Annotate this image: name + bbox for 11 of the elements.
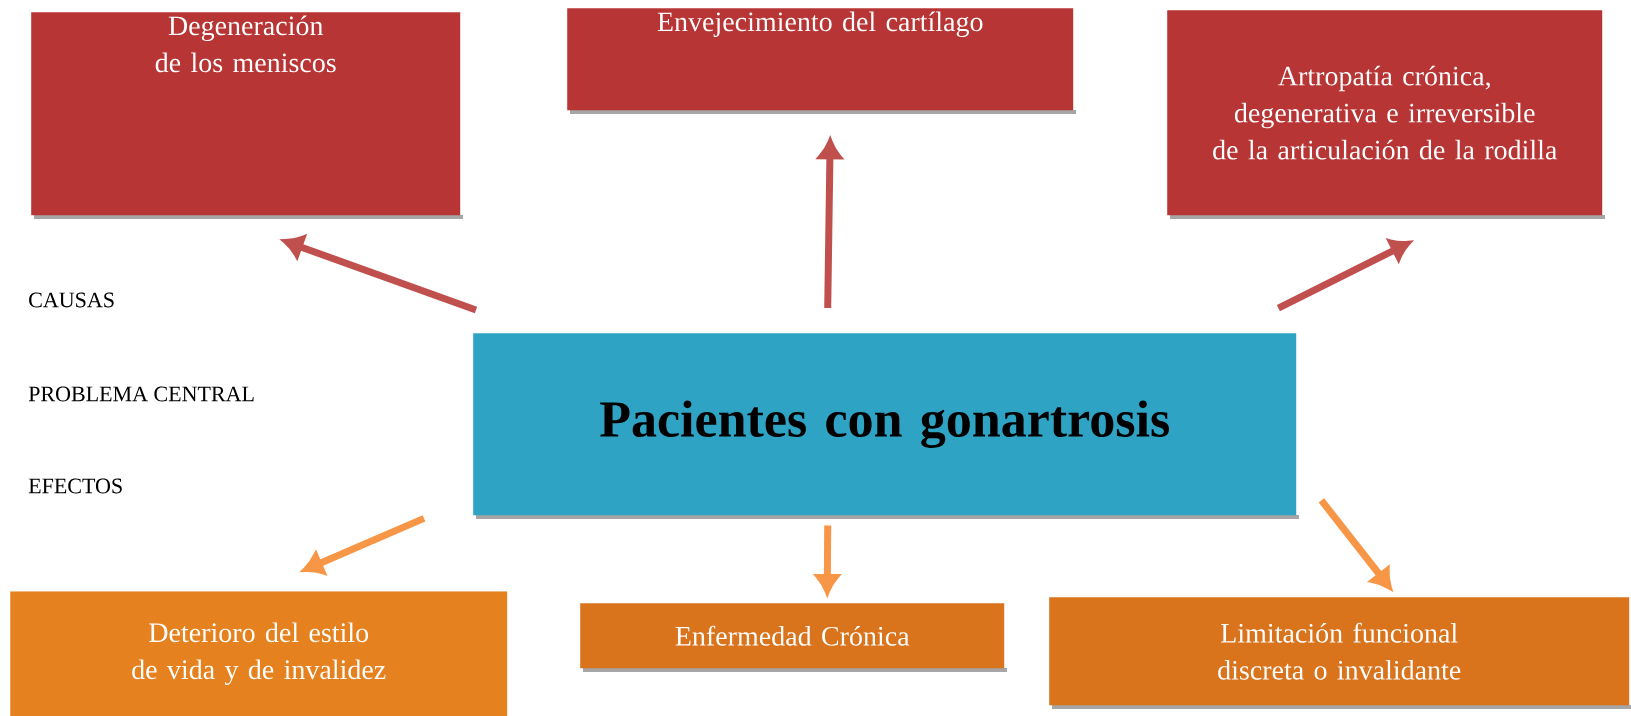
cause-box: Artropatía crónica, degenerativa e irreversible de la articulación de la rodilla: [1167, 10, 1603, 216]
cause-box: Degeneración de los meniscos: [31, 12, 461, 216]
problem-box: Pacientes con gonartrosis: [473, 333, 1297, 516]
cause-box: Envejecimiento del cartílago: [567, 8, 1074, 111]
effect-box: Limitación funcional discreta o invalidante: [1049, 597, 1630, 706]
section-label: PROBLEMA CENTRAL: [28, 386, 254, 402]
effect-box: Enfermedad Crónica: [580, 603, 1005, 669]
effect-box: Deterioro del estilo de vida y de invalidez: [10, 591, 508, 716]
arrow: [1318, 498, 1392, 590]
section-label: CAUSAS: [29, 292, 114, 308]
section-label: EFECTOS: [28, 478, 122, 494]
